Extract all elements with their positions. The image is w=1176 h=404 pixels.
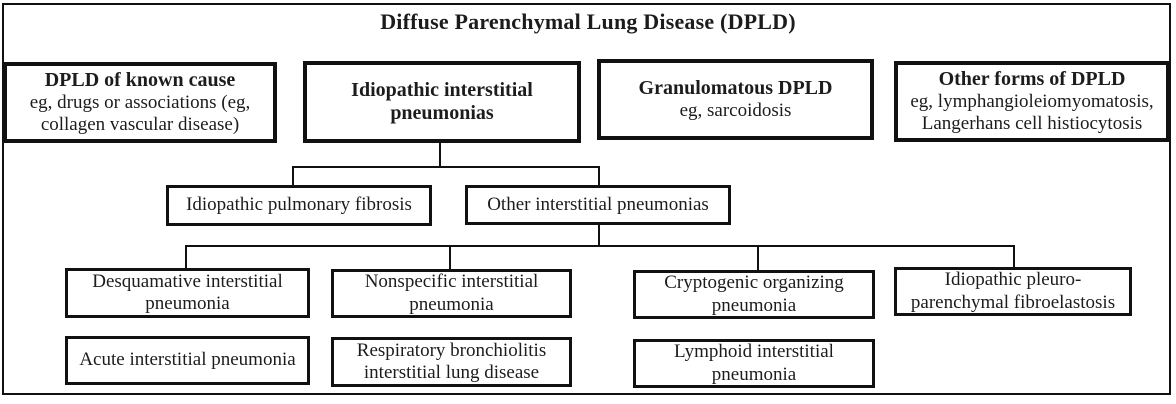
node-label: Cryptogenic organizing pneumonia [664,272,844,316]
node-idiopathic-interstitial-pneumonias: Idiopathic interstitial pneumonias [303,61,581,143]
figure-border [2,3,1171,395]
connector-level2-rail [292,166,600,168]
connector-drop-nsip [449,245,451,269]
node-label: Other interstitial pneumonias [487,193,709,215]
node-label: Idiopathic pleuro-parenchymal fibroelast… [910,269,1116,313]
node-label: Nonspecific interstitial pneumonia [364,271,539,315]
connector-level3-rail [185,245,1015,247]
node-subtitle: eg, drugs or associations (eg, collagen … [29,92,251,136]
node-respiratory-bronchiolitis-ild: Respiratory bronchiolitis interstitial l… [331,337,572,387]
node-title: Granulomatous DPLD [638,76,833,99]
node-subtitle: eg, lymphangioleiomyomatosis, Langerhans… [910,91,1154,135]
node-title: Other forms of DPLD [938,67,1126,90]
connector-iip-stem [439,143,441,168]
node-label: Idiopathic pulmonary fibrosis [186,194,412,216]
node-title: Idiopathic interstitial pneumonias [351,78,533,124]
connector-drop-oip [598,166,600,186]
node-other-interstitial-pneumonias: Other interstitial pneumonias [465,185,731,225]
connector-drop-dip [185,245,187,268]
connector-drop-ipf [292,166,294,186]
connector-oip-stem [598,225,600,247]
node-other-forms-of-dpld: Other forms of DPLD eg, lymphangioleiomy… [894,61,1170,142]
node-desquamative-interstitial-pneumonia: Desquamative interstitial pneumonia [65,268,310,318]
node-idiopathic-pleuroparenchymal-fibroelastosis: Idiopathic pleuro-parenchymal fibroelast… [894,267,1132,316]
node-title: DPLD of known cause [44,68,236,91]
figure-title: Diffuse Parenchymal Lung Disease (DPLD) [380,9,796,34]
node-label: Acute interstitial pneumonia [79,349,296,371]
node-acute-interstitial-pneumonia: Acute interstitial pneumonia [65,336,310,385]
node-lymphoid-interstitial-pneumonia: Lymphoid interstitial pneumonia [633,339,875,388]
node-label: Desquamative interstitial pneumonia [92,270,283,314]
connector-drop-cop [757,245,759,270]
connector-drop-ippfe [1013,245,1015,267]
node-dpld-of-known-cause: DPLD of known cause eg, drugs or associa… [3,62,277,143]
node-granulomatous-dpld: Granulomatous DPLD eg, sarcoidosis [597,59,874,140]
node-cryptogenic-organizing-pneumonia: Cryptogenic organizing pneumonia [633,270,875,319]
node-idiopathic-pulmonary-fibrosis: Idiopathic pulmonary fibrosis [166,185,432,226]
node-subtitle: eg, sarcoidosis [679,100,792,122]
node-nonspecific-interstitial-pneumonia: Nonspecific interstitial pneumonia [331,269,572,318]
node-label: Lymphoid interstitial pneumonia [674,341,834,385]
node-label: Respiratory bronchiolitis interstitial l… [356,339,547,383]
